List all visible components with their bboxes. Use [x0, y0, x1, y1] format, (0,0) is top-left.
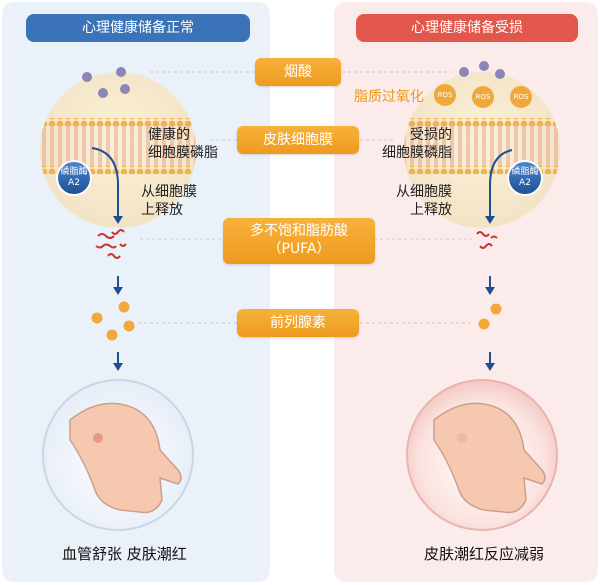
left-arrow-2-head: [113, 287, 123, 295]
left-release-arrowhead: [113, 216, 123, 224]
left-enzyme-phospholipase-a2: [56, 160, 92, 196]
left-pufa-molecules: [95, 229, 127, 259]
left-skin-illustration: [42, 379, 194, 531]
right-pufa-molecules: [476, 231, 498, 249]
right-arrow-2-head: [485, 287, 495, 295]
right-panel-title: 心理健康储备受损: [356, 14, 578, 42]
left-enzyme-label: 磷脂酶 A2: [57, 167, 91, 189]
step-pufa-label: 多不饱和脂肪酸: [250, 223, 348, 239]
right-enzyme-name: 磷脂酶: [511, 167, 539, 177]
left-release-label: 从细胞膜 上释放: [141, 184, 197, 218]
right-membrane-label: 受损的 细胞膜磷脂: [382, 127, 452, 161]
step-pufa-sub: （PUFA）: [267, 241, 331, 257]
right-caption: 皮肤潮红反应减弱: [424, 545, 545, 563]
left-prostaglandin-molecules: [91, 301, 135, 341]
ros-molecule: ROS: [434, 84, 456, 106]
right-enzyme-phospholipase-a2: [507, 160, 543, 196]
right-release-arrow: [489, 149, 513, 218]
step-prostaglandin: 前列腺素: [237, 309, 359, 337]
right-release-arrowhead: [485, 216, 495, 224]
right-arrow-3-head: [485, 363, 495, 371]
left-enzyme-sub: A2: [68, 178, 80, 188]
right-skin-illustration: [406, 379, 558, 531]
right-release-label: 从细胞膜 上释放: [396, 184, 452, 218]
left-membrane-label: 健康的 细胞膜磷脂: [148, 127, 218, 161]
right-enzyme-label: 磷脂酶 A2: [508, 167, 542, 189]
left-arrow-3-head: [113, 363, 123, 371]
right-prostaglandin-molecules: [478, 303, 502, 330]
step-skin-cell-membrane: 皮肤细胞膜: [237, 126, 359, 154]
left-panel-title: 心理健康储备正常: [26, 14, 250, 42]
right-oxidation-label: 脂质过氧化: [354, 89, 424, 105]
step-niacin: 烟酸: [255, 58, 341, 86]
right-niacin-molecules: [459, 61, 505, 79]
left-niacin-molecules: [82, 67, 130, 98]
ros-molecule: ROS: [510, 86, 532, 108]
ros-molecule: ROS: [472, 86, 494, 108]
left-release-arrow: [91, 147, 119, 218]
left-enzyme-name: 磷脂酶: [60, 167, 88, 177]
left-caption: 血管舒张 皮肤潮红: [62, 545, 187, 563]
step-pufa: 多不饱和脂肪酸 （PUFA）: [223, 218, 375, 264]
right-enzyme-sub: A2: [519, 178, 531, 188]
